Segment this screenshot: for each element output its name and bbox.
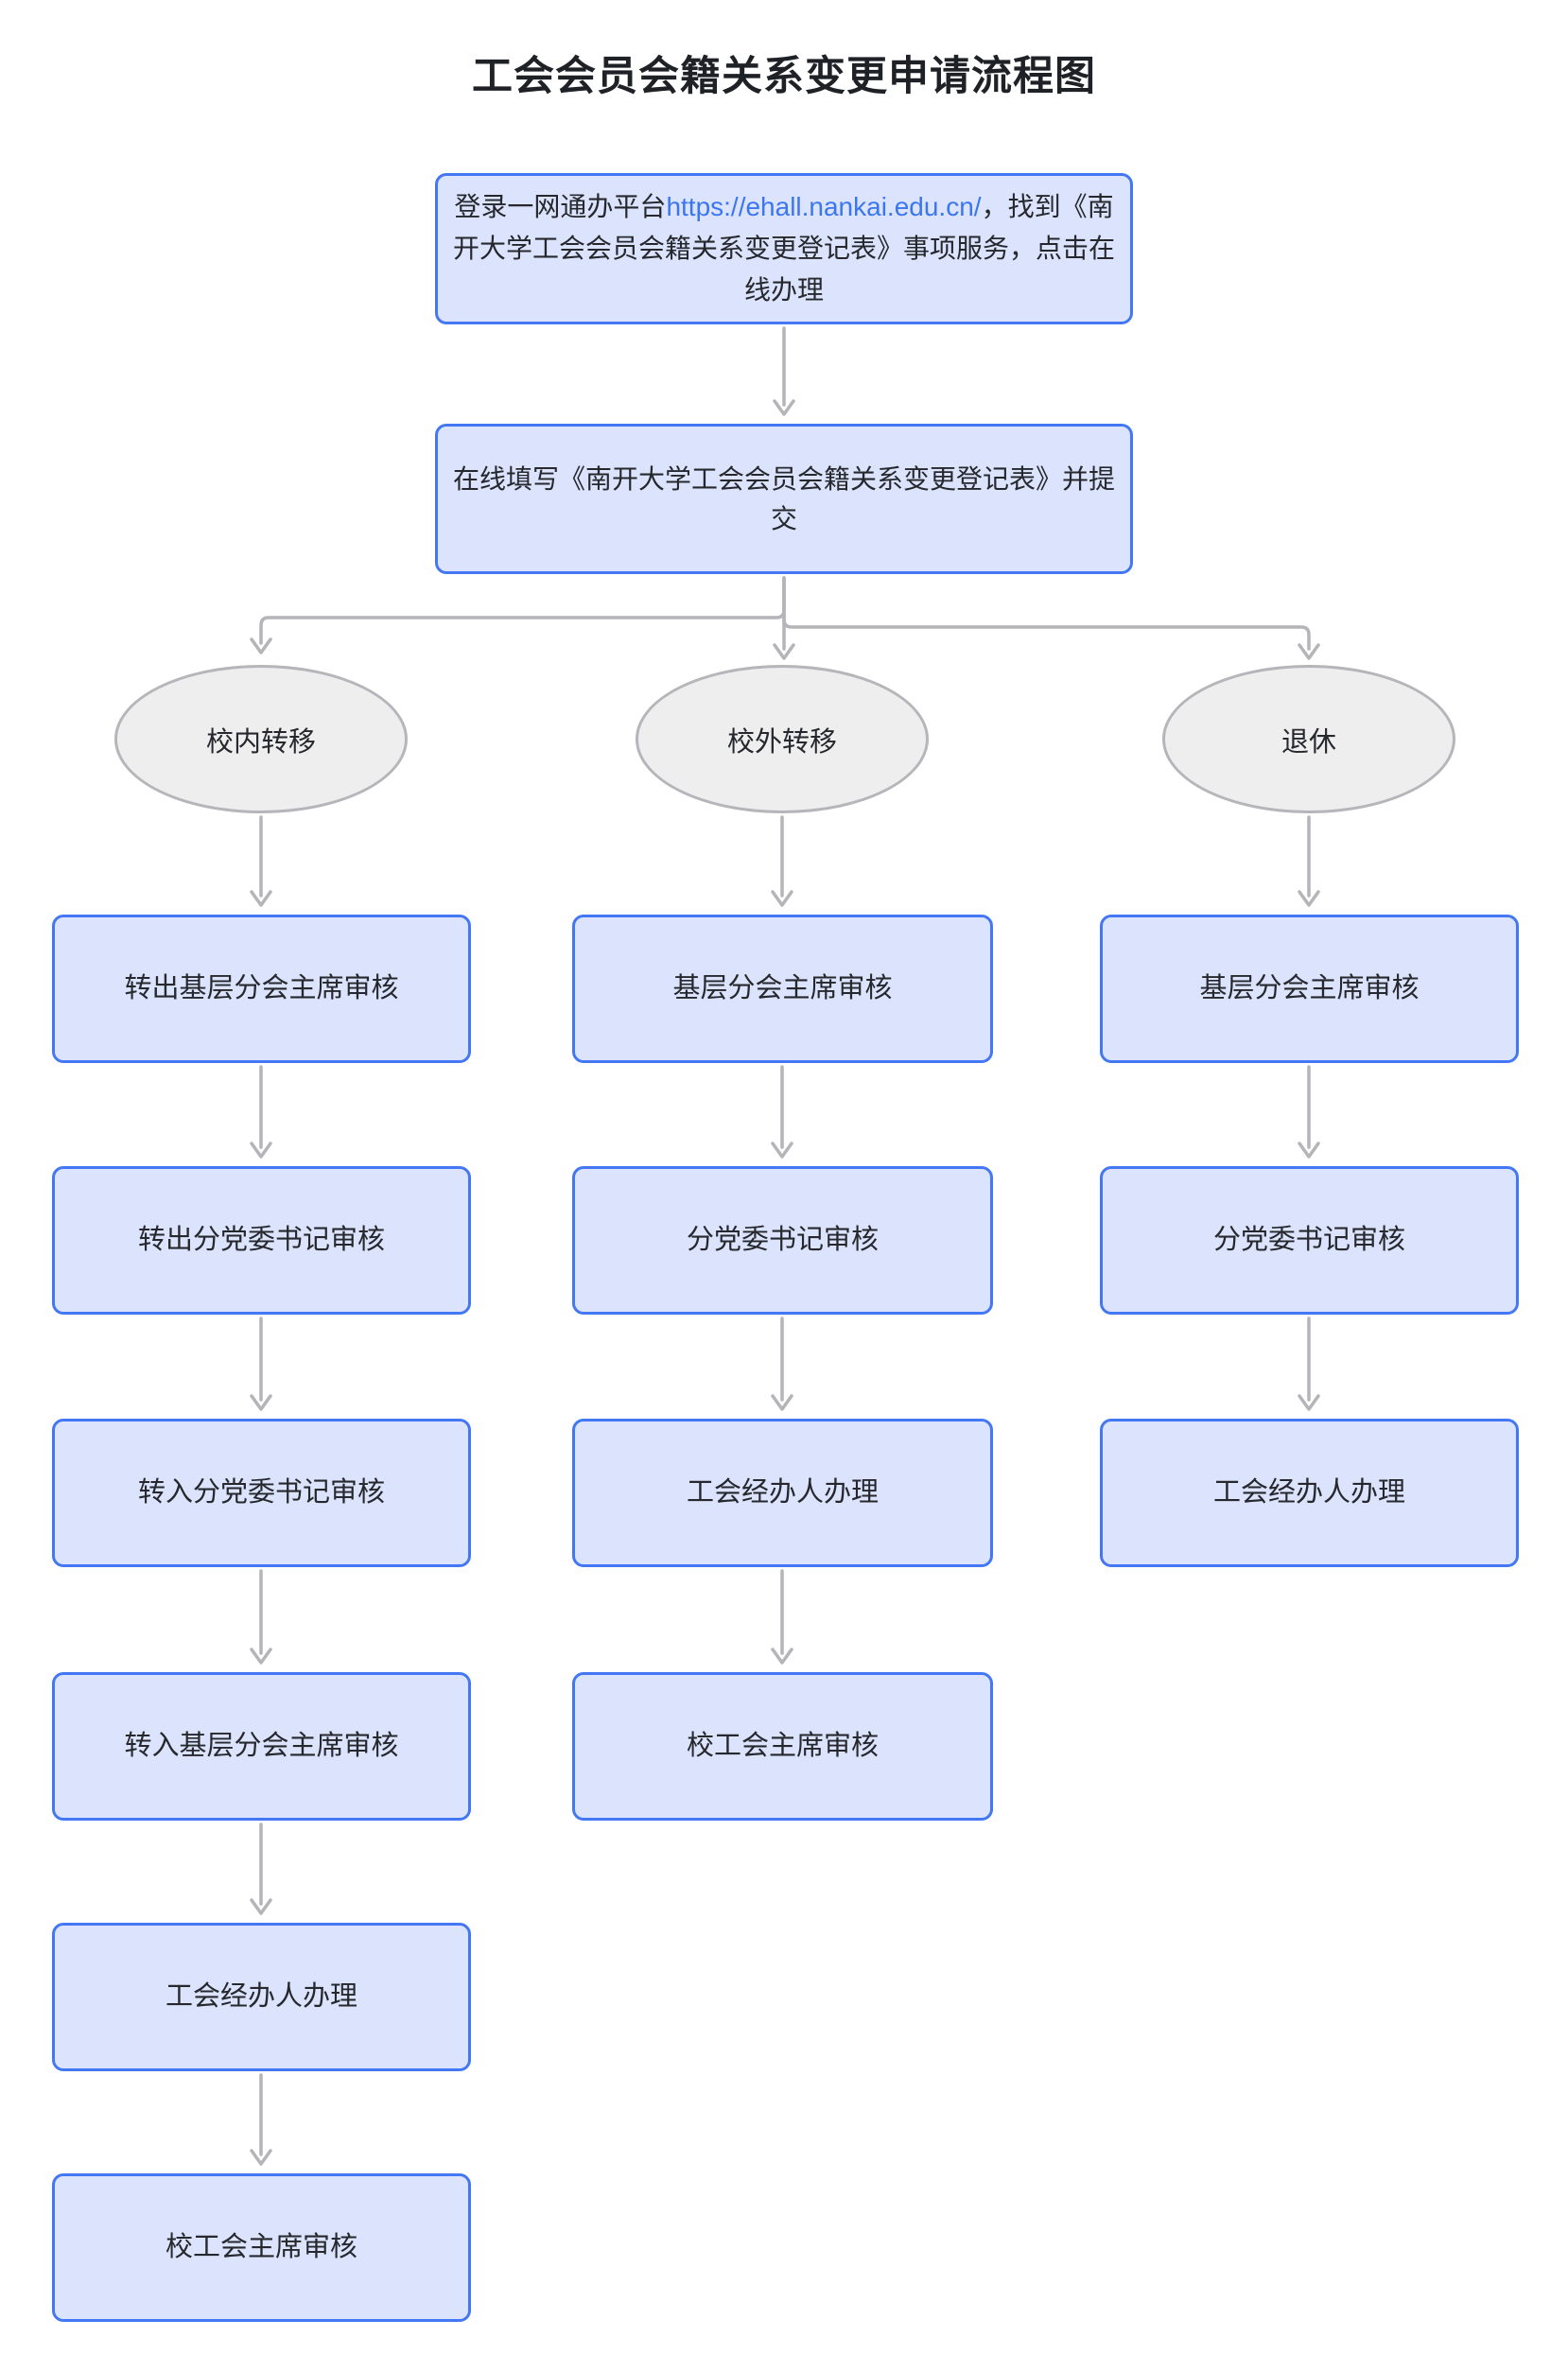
col3-step-party-secretary-review: 分党委书记审核: [1100, 1166, 1519, 1315]
flow-node-submit: 在线填写《南开大学工会会员会籍关系变更登记表》并提交: [435, 424, 1133, 574]
col2-step-branch-chair-review: 基层分会主席审核: [572, 915, 993, 1063]
arrow-col1-step1-2: [250, 1065, 272, 1159]
col2-step-university-union-chair-review: 校工会主席审核: [572, 1672, 993, 1821]
flow-node-start-text: 登录一网通办平台https://ehall.nankai.edu.cn/，找到《…: [451, 186, 1117, 311]
arrow-col2-step2-3: [771, 1317, 793, 1411]
arrow-col3-step2-3: [1298, 1317, 1320, 1411]
step-label: 转出基层分会主席审核: [124, 972, 399, 1003]
step-label: 转入分党委书记审核: [137, 1476, 385, 1508]
ellipse-external-transfer: 校外转移: [636, 665, 929, 813]
ellipse-internal-transfer-label: 校内转移: [205, 726, 316, 758]
arrow-internal-to-step1: [250, 815, 272, 907]
page-title: 工会会员会籍关系变更申请流程图: [472, 54, 1096, 99]
arrow-col3-step1-2: [1298, 1065, 1320, 1159]
arrow-submit-to-internal-transfer: [250, 576, 786, 654]
step-label: 分党委书记审核: [686, 1224, 879, 1255]
ellipse-external-transfer-label: 校外转移: [726, 726, 837, 758]
step-label: 基层分会主席审核: [672, 972, 893, 1003]
step-label: 校工会主席审核: [165, 2231, 357, 2262]
arrow-col2-step1-2: [771, 1065, 793, 1159]
arrow-col1-step5-6: [250, 2073, 272, 2166]
step-label: 校工会主席审核: [686, 1730, 879, 1761]
step-label: 分党委书记审核: [1212, 1224, 1405, 1255]
start-text-suffix: ，找到《南开大学工会会员会籍关系变更登记表》事项服务，点击在线办理: [452, 192, 1115, 305]
flow-node-start: 登录一网通办平台https://ehall.nankai.edu.cn/，找到《…: [435, 173, 1133, 324]
col1-step-transfer-out-branch-chair-review: 转出基层分会主席审核: [52, 915, 471, 1063]
col1-step-transfer-in-branch-chair-review: 转入基层分会主席审核: [52, 1672, 471, 1821]
arrow-submit-to-retirement: [782, 576, 1320, 660]
step-label: 工会经办人办理: [686, 1476, 879, 1508]
ellipse-retirement-label: 退休: [1281, 726, 1336, 758]
ehall-portal-link[interactable]: https://ehall.nankai.edu.cn/: [666, 192, 982, 222]
arrow-retirement-to-step1: [1298, 815, 1320, 907]
col3-step-branch-chair-review: 基层分会主席审核: [1100, 915, 1519, 1063]
arrow-external-to-step1: [771, 815, 793, 907]
flow-node-submit-text: 在线填写《南开大学工会会员会籍关系变更登记表》并提交: [453, 463, 1116, 533]
arrow-col1-step3-4: [250, 1569, 272, 1665]
ellipse-internal-transfer: 校内转移: [114, 665, 408, 813]
step-label: 工会经办人办理: [165, 1980, 357, 2012]
col2-step-party-secretary-review: 分党委书记审核: [572, 1166, 993, 1315]
col1-step-union-handler-processing: 工会经办人办理: [52, 1923, 471, 2071]
arrow-col1-step4-5: [250, 1823, 272, 1915]
step-label: 基层分会主席审核: [1199, 972, 1420, 1003]
step-label: 工会经办人办理: [1212, 1476, 1405, 1508]
arrow-start-to-submit: [773, 326, 795, 416]
arrow-col1-step2-3: [250, 1317, 272, 1411]
col1-step-transfer-out-party-secretary-review: 转出分党委书记审核: [52, 1166, 471, 1315]
col3-step-union-handler-processing: 工会经办人办理: [1100, 1419, 1519, 1567]
col1-step-university-union-chair-review: 校工会主席审核: [52, 2173, 471, 2322]
col2-step-union-handler-processing: 工会经办人办理: [572, 1419, 993, 1567]
ellipse-retirement: 退休: [1162, 665, 1455, 813]
step-label: 转出分党委书记审核: [137, 1224, 385, 1255]
step-label: 转入基层分会主席审核: [124, 1730, 399, 1761]
arrow-col2-step3-4: [771, 1569, 793, 1665]
col1-step-transfer-in-party-secretary-review: 转入分党委书记审核: [52, 1419, 471, 1567]
start-text-prefix: 登录一网通办平台: [454, 192, 667, 222]
